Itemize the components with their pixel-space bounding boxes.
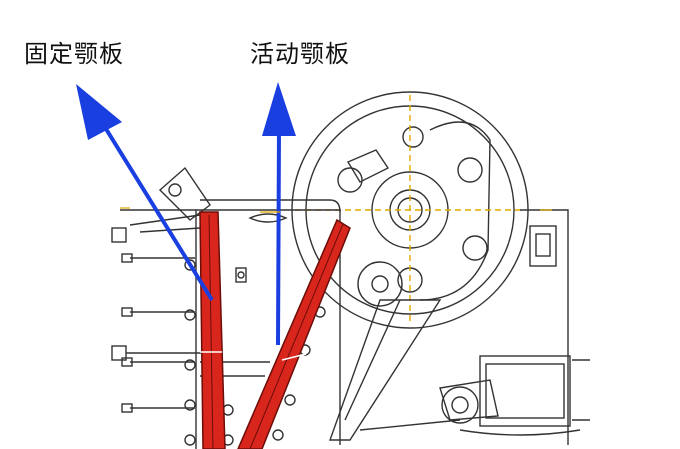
arrow-moving-jaw xyxy=(262,82,296,346)
accent-marks xyxy=(120,207,552,213)
frame xyxy=(120,166,569,445)
fixed-jaw-plate xyxy=(199,211,226,449)
tension-rods xyxy=(111,210,205,449)
spring-assembly xyxy=(359,355,590,436)
fixed-jaw-label: 固定颚板 xyxy=(24,40,124,68)
moving-jaw-plate xyxy=(237,218,351,449)
moving-jaw-label: 活动颚板 xyxy=(250,40,350,68)
toggle-rod xyxy=(329,299,442,441)
arrow-fixed-jaw xyxy=(76,84,214,302)
